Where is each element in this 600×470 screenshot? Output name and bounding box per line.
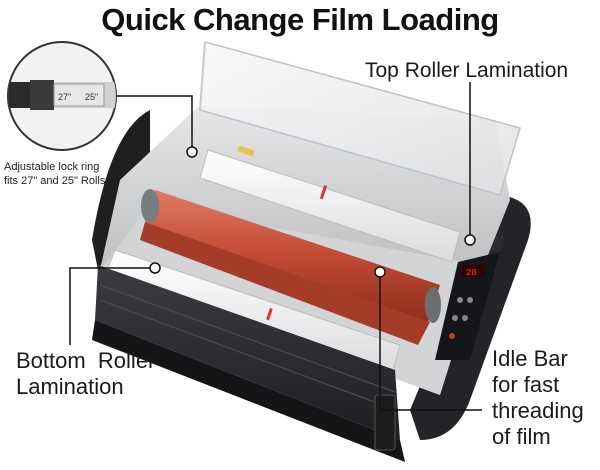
leader-markers (149, 146, 476, 278)
lock-ring-note-line2: fits 27" and 25" Rolls (4, 175, 106, 187)
ring-mark-25: 25" (85, 92, 98, 102)
idle-bar-label-line1: Idle Bar (492, 346, 568, 371)
red-rollers (140, 189, 441, 345)
lock-ring-note: Adjustable lock ring fits 27" and 25" Ro… (4, 160, 105, 188)
leader-lines (69, 82, 482, 411)
top-film-roll (199, 145, 461, 263)
lock-ring-note-line1: Adjustable lock ring (4, 161, 100, 173)
page-title: Quick Change Film Loading (101, 2, 499, 37)
bottom-roller-label-line1: Bottom Roller (16, 348, 156, 373)
idle-bar-label: Idle Bar for fast threading of film (492, 346, 600, 450)
ring-mark-27: 27" (58, 92, 71, 102)
bottom-roller-label-line2: Lamination (16, 374, 124, 399)
front-base (92, 265, 405, 462)
top-roller-label: Top Roller Lamination (365, 59, 569, 82)
open-lid (199, 41, 521, 196)
control-panel: 28 (435, 252, 500, 360)
lock-ring-inset: 27" 25" (7, 41, 117, 151)
idle-bar-label-line3: threading (492, 398, 584, 423)
idle-bar-label-line4: of film (492, 424, 551, 449)
panel-display: 28 (466, 268, 477, 278)
idle-bar-label-line2: for fast (492, 372, 560, 397)
